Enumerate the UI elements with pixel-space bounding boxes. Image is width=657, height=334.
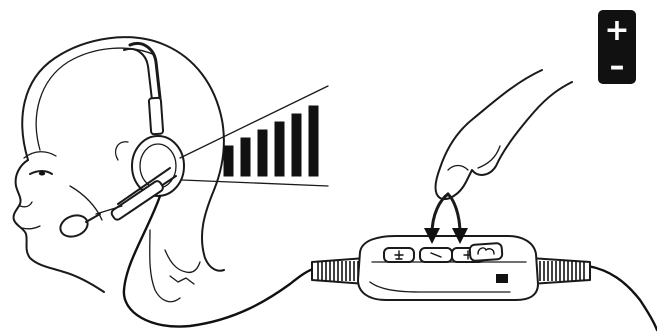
inline-control (312, 236, 590, 300)
volume-bar-5 (292, 114, 301, 176)
volume-badge: + – (598, 10, 636, 84)
volume-bar-3 (258, 130, 267, 176)
headset (57, 44, 184, 241)
volume-level-meter (224, 106, 318, 176)
volume-bar-4 (275, 122, 284, 176)
eye (39, 172, 45, 176)
person-head (14, 37, 224, 301)
volume-bar-1 (224, 146, 233, 176)
mic-mute-button[interactable] (384, 248, 414, 262)
strain-relief-right (530, 258, 590, 284)
volume-down-button[interactable] (420, 248, 452, 262)
mute-slide-switch[interactable] (496, 274, 508, 283)
sound-cone (180, 86, 328, 186)
plus-symbol: + (604, 13, 629, 48)
microphone (57, 212, 90, 240)
call-button[interactable] (469, 243, 502, 261)
control-body (358, 236, 538, 300)
volume-bar-2 (241, 138, 250, 176)
volume-bar-6 (309, 106, 318, 176)
minus-symbol: – (610, 49, 625, 84)
pressing-finger (436, 70, 573, 199)
